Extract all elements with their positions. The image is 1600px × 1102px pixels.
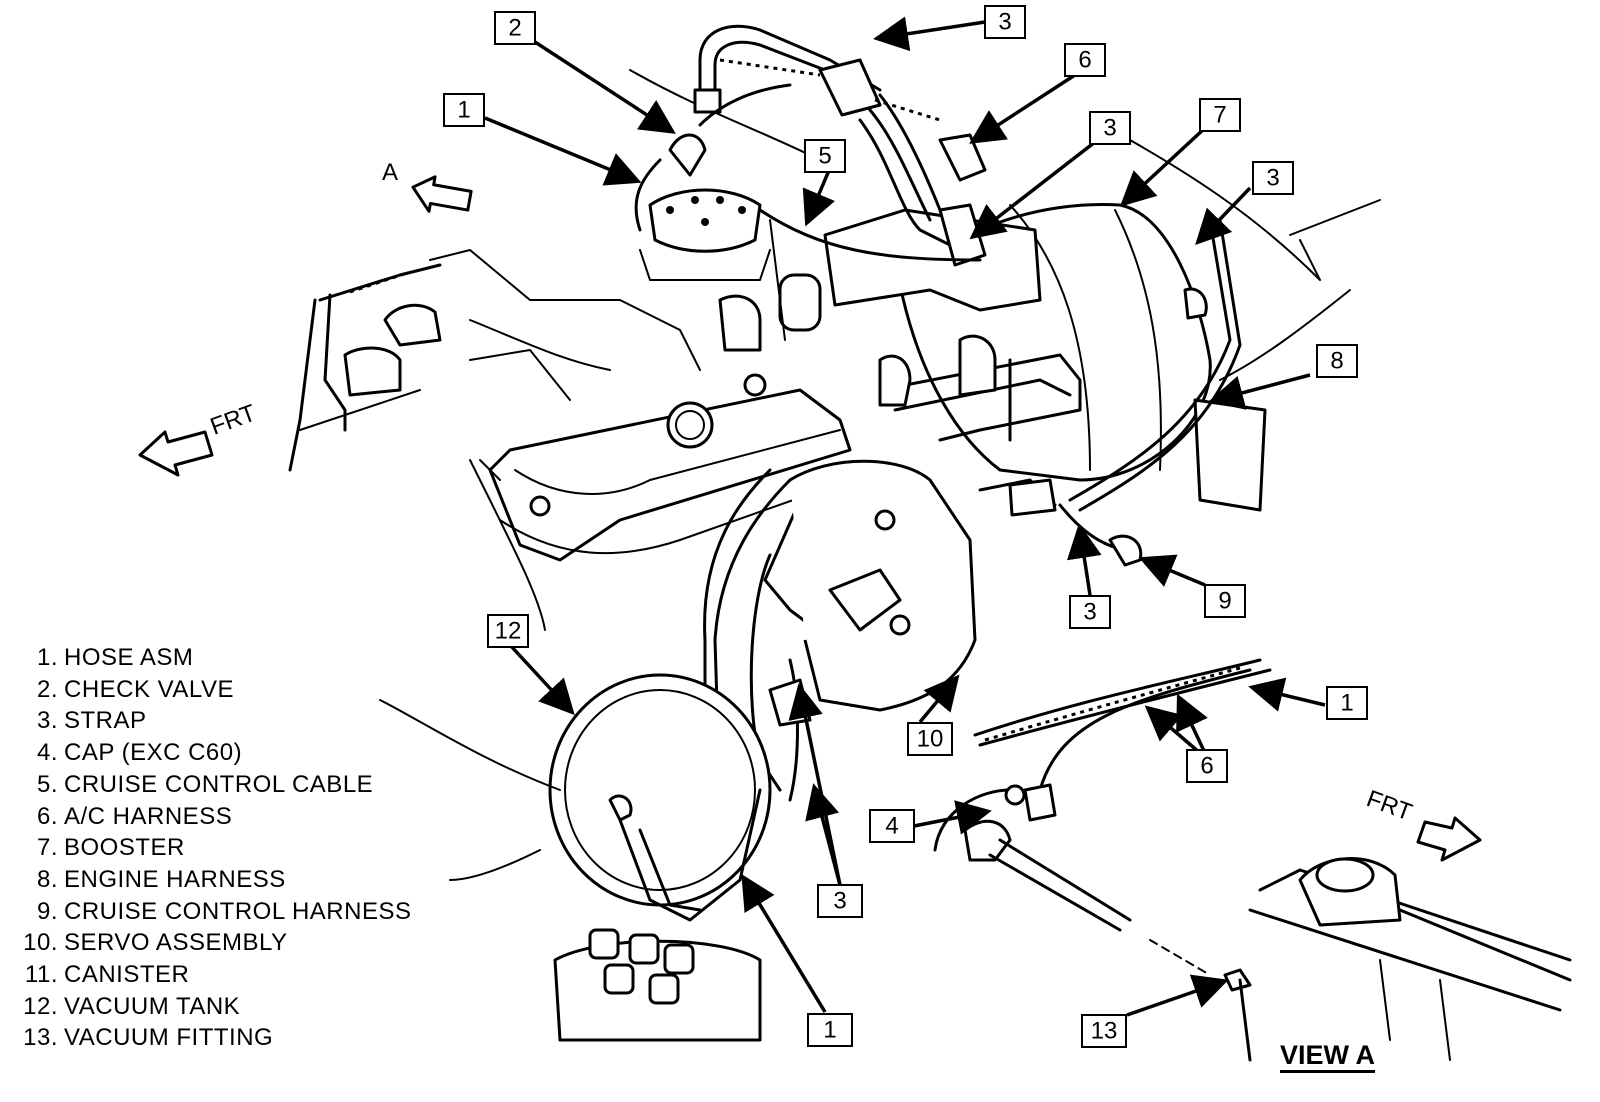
svg-text:3: 3 (998, 9, 1011, 36)
legend-number: 5. (36, 770, 58, 798)
legend-label: BOOSTER (64, 834, 185, 862)
legend-item: 3.STRAP (2, 705, 412, 737)
callout-3-low: 3 (1069, 595, 1111, 629)
callout-3-right: 3 (1252, 161, 1294, 195)
callout-3-top: 3 (984, 5, 1026, 39)
legend-item: 12.VACUUM TANK (2, 991, 412, 1023)
callout-3-mid: 3 (1089, 111, 1131, 145)
legend-label: CRUISE CONTROL CABLE (64, 770, 374, 798)
legend-number: 13. (23, 1024, 58, 1052)
legend-label: CANISTER (64, 961, 190, 989)
svg-text:3: 3 (1103, 115, 1116, 142)
legend-item: 9.CRUISE CONTROL HARNESS (2, 896, 412, 928)
legend-label: STRAP (64, 707, 147, 735)
legend-number: 2. (36, 675, 58, 703)
legend-label: CRUISE CONTROL HARNESS (64, 897, 412, 925)
legend-label: HOSE ASM (64, 644, 194, 671)
svg-text:6: 6 (1200, 753, 1213, 780)
legend-item: 13.VACUUM FITTING (2, 1022, 412, 1054)
legend-item: 5.CRUISE CONTROL CABLE (2, 769, 412, 801)
callout-7: 7 (1199, 98, 1241, 132)
legend-item: 6.A/C HARNESS (2, 801, 412, 833)
callout-9: 9 (1204, 584, 1246, 618)
svg-text:2: 2 (508, 15, 521, 42)
legend-label: CHECK VALVE (64, 675, 234, 703)
callout-4: 4 (869, 809, 915, 843)
legend-item: 1.HOSE ASM (2, 642, 412, 674)
legend-number: 3. (36, 707, 58, 735)
legend-number: 10. (23, 929, 58, 957)
callout-1-bottom: 1 (807, 1013, 853, 1047)
legend-number: 12. (23, 992, 58, 1020)
legend-number: 9. (36, 897, 58, 925)
view-a-direction-arrow: A (382, 159, 473, 213)
callout-5: 5 (804, 139, 846, 173)
engine-drawing (288, 24, 1572, 1062)
legend-number: 7. (36, 834, 58, 862)
svg-text:1: 1 (823, 1017, 836, 1044)
legend-number: 4. (36, 739, 58, 767)
legend-label: VACUUM TANK (64, 992, 241, 1020)
legend-item: 4.CAP (EXC C60) (2, 737, 412, 769)
parts-legend: 1.HOSE ASM 2.CHECK VALVE 3.STRAP 4.CAP (… (2, 642, 412, 1054)
callout-6-top: 6 (1064, 43, 1106, 77)
svg-text:8: 8 (1330, 348, 1343, 375)
svg-text:13: 13 (1091, 1018, 1118, 1045)
legend-number: 11. (24, 961, 58, 989)
svg-text:1: 1 (1340, 690, 1353, 717)
svg-text:4: 4 (885, 813, 898, 840)
front-arrow-main: FRT (138, 399, 260, 477)
legend-label: ENGINE HARNESS (64, 865, 286, 893)
svg-text:3: 3 (833, 888, 846, 915)
legend-label: A/C HARNESS (64, 802, 233, 830)
svg-text:9: 9 (1218, 588, 1231, 615)
svg-text:7: 7 (1213, 102, 1226, 129)
legend-item: 10.SERVO ASSEMBLY (2, 927, 412, 959)
legend-item: 8.ENGINE HARNESS (2, 864, 412, 896)
svg-text:1: 1 (457, 97, 470, 124)
legend-number: 8. (36, 865, 58, 893)
callout-2-top: 2 (494, 11, 536, 45)
svg-text:6: 6 (1078, 47, 1091, 74)
leader-lines (484, 16, 1326, 1017)
legend-item: 2.CHECK VALVE (2, 674, 412, 706)
legend-number: 1. (36, 644, 58, 671)
legend-item: 7.BOOSTER (2, 832, 412, 864)
front-arrow-view: FRT (1363, 785, 1482, 862)
callout-1-upper: 1 (443, 93, 485, 127)
callout-3-bottom: 3 (817, 884, 863, 918)
callout-10: 10 (907, 722, 953, 756)
svg-text:3: 3 (1083, 599, 1096, 626)
svg-text:12: 12 (495, 618, 522, 645)
callout-1-view: 1 (1326, 686, 1368, 720)
front-label-view: FRT (1363, 785, 1416, 826)
svg-text:5: 5 (818, 143, 831, 170)
svg-text:10: 10 (917, 726, 944, 753)
view-a-marker: A (382, 159, 398, 186)
callout-13: 13 (1081, 1014, 1127, 1048)
legend-label: CAP (EXC C60) (64, 739, 243, 767)
callout-12: 12 (487, 614, 529, 648)
svg-text:3: 3 (1266, 165, 1279, 192)
callout-8: 8 (1316, 344, 1358, 378)
front-label-main: FRT (207, 399, 260, 440)
view-a-label: VIEW A (1280, 1040, 1376, 1070)
callout-6-view: 6 (1186, 749, 1228, 783)
legend-number: 6. (36, 802, 58, 830)
legend-item: 11.CANISTER (2, 959, 412, 991)
legend-label: SERVO ASSEMBLY (64, 929, 288, 957)
legend-label: VACUUM FITTING (64, 1024, 274, 1052)
